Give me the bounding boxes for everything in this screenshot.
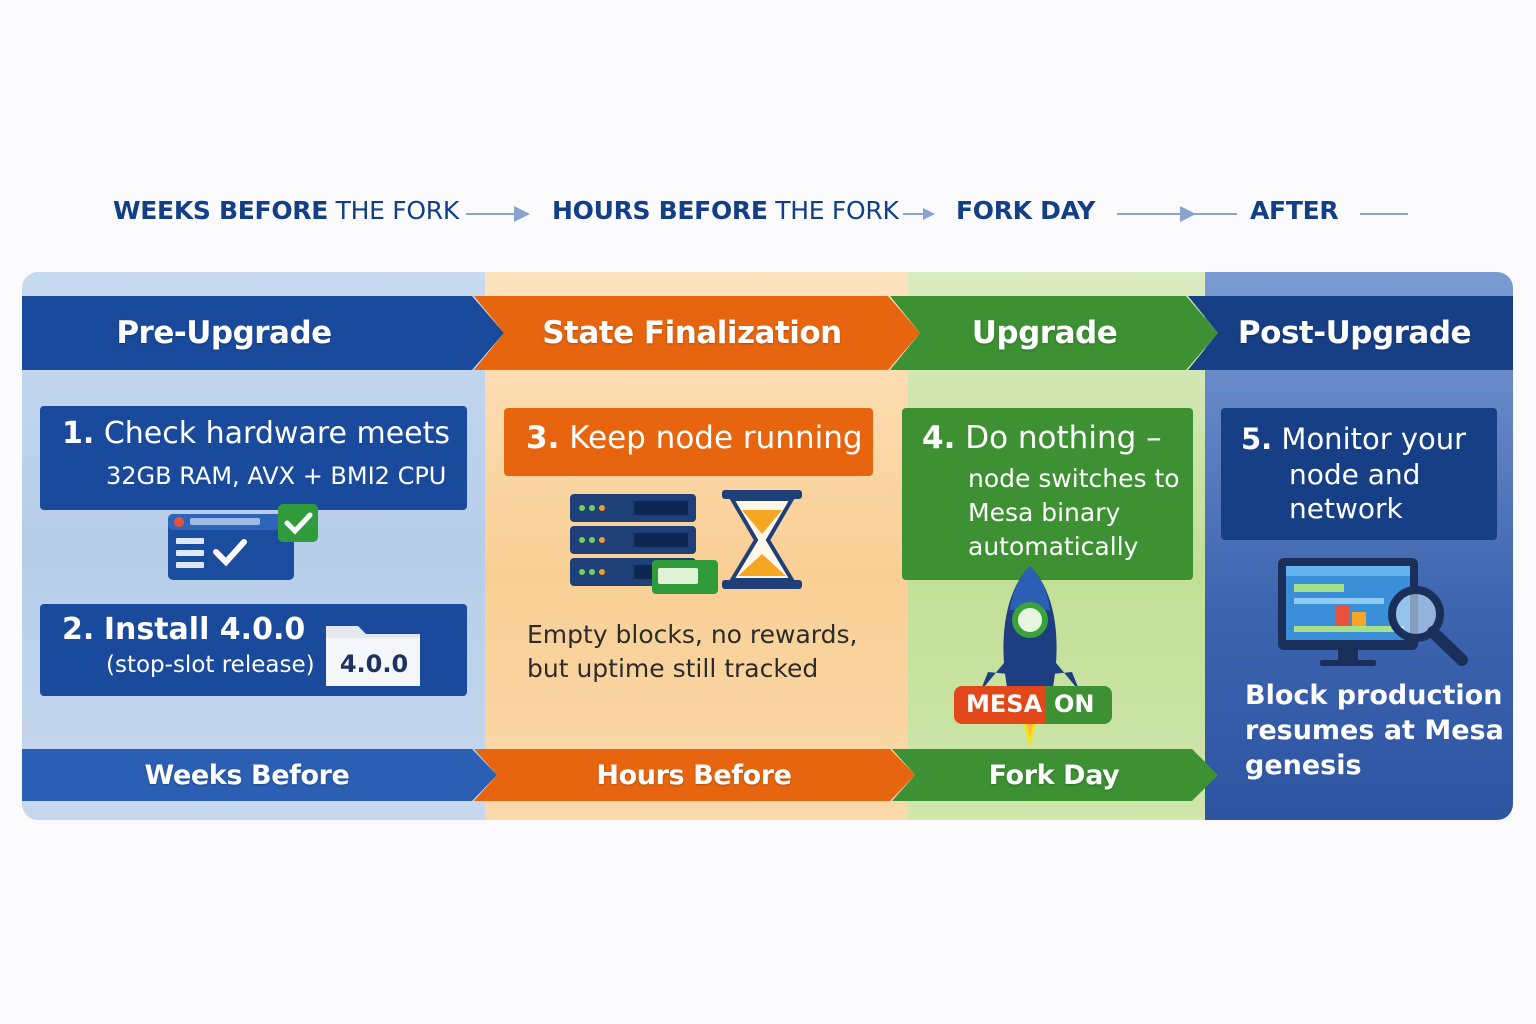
- timeline-after: AFTER: [1250, 196, 1339, 225]
- timeline-arrowhead-1: [514, 206, 530, 222]
- header-chevron-4: [1188, 296, 1513, 370]
- step-2-card: 2. Install 4.0.0 (stop-slot release) 4.0…: [40, 604, 467, 696]
- phase-panel: Pre-Upgrade State Finalization Upgrade P…: [22, 272, 1513, 820]
- footer-chevron-3: [892, 749, 1218, 801]
- header-chevron-1: [22, 296, 504, 370]
- step-4-line1: Do nothing –: [965, 420, 1162, 456]
- release-badge: 4.0.0: [339, 650, 409, 678]
- step-5-card: 5. Monitor your node and network: [1221, 408, 1497, 540]
- step-5-note-line1: Block production: [1245, 680, 1503, 711]
- timeline-fork-day: FORK DAY: [956, 196, 1096, 225]
- phase-title-pre-upgrade: Pre-Upgrade: [116, 315, 332, 351]
- hardware-check-icon: [168, 504, 318, 580]
- monitor-magnifier-icon: [1278, 558, 1468, 666]
- step-4-card: 4. Do nothing – node switches to Mesa bi…: [902, 408, 1193, 580]
- timeline-hours: HOURS BEFORE THE FORK: [552, 196, 899, 225]
- header-chevron-3: [890, 296, 1218, 370]
- timeline-arrow-4: [1360, 213, 1408, 215]
- step-3-card: 3. Keep node running: [504, 408, 873, 476]
- phase-title-post-upgrade: Post-Upgrade: [1237, 315, 1472, 351]
- mesa-badge-text: MESA: [966, 690, 1043, 718]
- step-3-line1: Keep node running: [569, 420, 863, 456]
- step-2-line2: (stop-slot release): [106, 652, 315, 678]
- hourglass-icon: [722, 490, 802, 589]
- timeline-arrow-1: [466, 213, 514, 215]
- timeline-arrow-2: [903, 213, 925, 215]
- step-5-line2: node and: [1289, 458, 1421, 491]
- timeline-arrowhead-3: [1180, 206, 1196, 222]
- step-1-line2: 32GB RAM, AVX + BMI2 CPU: [106, 462, 447, 490]
- step-5-note-line3: genesis: [1245, 750, 1362, 781]
- rocket-icon: [980, 566, 1080, 748]
- step-4-line4: automatically: [968, 532, 1139, 561]
- phase-title-state-finalization: State Finalization: [542, 315, 842, 351]
- on-badge-text: ON: [1054, 690, 1095, 718]
- mesa-on-badge: MESA ON: [954, 686, 1112, 724]
- step-4-line2: node switches to: [968, 464, 1180, 493]
- step-3-note-line1: Empty blocks, no rewards,: [527, 620, 858, 649]
- step-1-card: 1. Check hardware meets 32GB RAM, AVX + …: [40, 406, 467, 510]
- server-hourglass-icon: [570, 490, 802, 594]
- timeline-arrow-3: [1117, 213, 1237, 215]
- phase-footer-weeks-before: Weeks Before: [144, 760, 350, 791]
- timeline-weeks: WEEKS BEFORE THE FORK: [113, 196, 459, 225]
- phase-footer-hours-before: Hours Before: [596, 760, 792, 791]
- step-5-line3: network: [1289, 492, 1403, 525]
- header-chevrons: [22, 296, 1513, 370]
- footer-chevrons: [22, 749, 1218, 801]
- release-folder-icon: [326, 626, 420, 686]
- step-5-line1: Monitor your: [1281, 422, 1467, 456]
- step-5-note-line2: resumes at Mesa: [1245, 715, 1504, 746]
- phase-title-upgrade: Upgrade: [971, 315, 1118, 351]
- footer-chevron-2: [474, 749, 915, 801]
- footer-chevron-1: [22, 749, 497, 801]
- step-2-line1: Install 4.0.0: [103, 612, 306, 647]
- phase-footer-fork-day: Fork Day: [988, 760, 1120, 791]
- step-3-note-line2: but uptime still tracked: [527, 654, 819, 683]
- header-chevron-2: [474, 296, 920, 370]
- timeline-arrowhead-2: [923, 208, 935, 220]
- step-1-line1: Check hardware meets: [103, 416, 451, 451]
- step-4-line3: Mesa binary: [968, 498, 1121, 527]
